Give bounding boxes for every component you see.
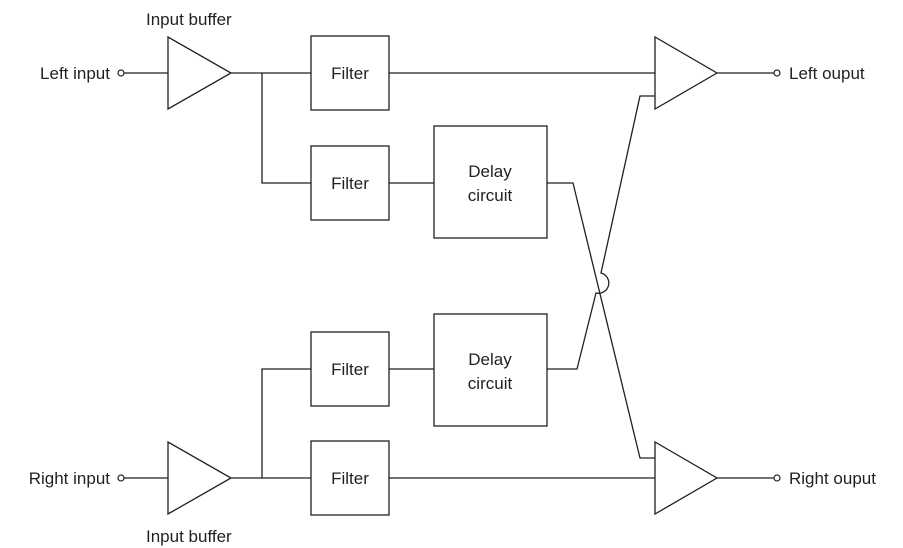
filter-lower-mid-box <box>310 331 390 407</box>
filter-top-label: Filter <box>331 64 369 83</box>
filter-lower-mid-label: Filter <box>331 360 369 379</box>
left-input-terminal <box>117 69 125 77</box>
filter-top-box <box>310 35 390 111</box>
delay-top-label-line1: Delay <box>468 162 512 181</box>
filter-upper-mid-label: Filter <box>331 174 369 193</box>
left-output-label: Left ouput <box>789 64 865 83</box>
filter-upper-mid-box <box>310 145 390 221</box>
left-split-wire <box>261 73 311 184</box>
delay-top-label-line2: circuit <box>468 186 513 205</box>
left-input-label: Left input <box>40 64 110 83</box>
right-input-terminal <box>117 474 125 482</box>
filter-bottom-box <box>310 440 390 516</box>
delay-bottom-label-line2: circuit <box>468 374 513 393</box>
input-buffer-bottom-label: Input buffer <box>146 527 232 546</box>
input-buffer-top-label: Input buffer <box>146 10 232 29</box>
wires <box>124 72 774 479</box>
left-output-amplifier <box>654 35 719 111</box>
left-output-terminal <box>773 69 781 77</box>
right-split-wire <box>261 368 311 478</box>
right-output-terminal <box>773 474 781 482</box>
right-output-label: Right ouput <box>789 469 876 488</box>
delay-top-box <box>433 125 548 239</box>
right-cross-wire <box>547 95 655 370</box>
right-output-amplifier <box>654 440 719 516</box>
right-input-label: Right input <box>29 469 111 488</box>
right-input-buffer <box>167 440 233 516</box>
left-cross-wire <box>547 182 655 459</box>
delay-bottom-label-line1: Delay <box>468 350 512 369</box>
left-input-buffer <box>167 35 233 111</box>
filter-bottom-label: Filter <box>331 469 369 488</box>
delay-bottom-box <box>433 313 548 427</box>
